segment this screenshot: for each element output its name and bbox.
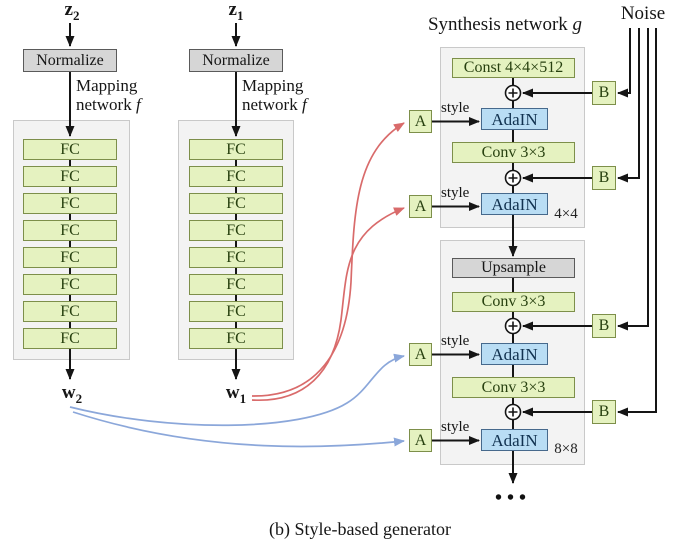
w1-label: w1 <box>225 382 247 406</box>
normalize-box-z2: Normalize <box>23 49 117 72</box>
noise-line-2 <box>617 28 640 183</box>
style-label-4: style <box>441 419 470 435</box>
fc-layer: FC <box>189 139 283 160</box>
style-label-3: style <box>441 333 470 349</box>
upsample-box: Upsample <box>452 258 575 278</box>
fc-layer: FC <box>189 328 283 349</box>
noise-line-3 <box>617 28 649 331</box>
mapping-network-label-z2: Mapping network f <box>76 76 141 114</box>
fc-layer: FC <box>23 247 117 268</box>
fc-layer: FC <box>23 328 117 349</box>
adain-box-2: AdaIN <box>481 193 548 215</box>
conv-box-1: Conv 3×3 <box>452 142 575 163</box>
conv-box-3: Conv 3×3 <box>452 377 575 398</box>
adain-box-4: AdaIN <box>481 429 548 451</box>
noise-broadcast-b4: B <box>592 400 616 424</box>
fc-layer: FC <box>189 274 283 295</box>
resolution-label-8x8: 8×8 <box>554 441 578 457</box>
noise-line-1 <box>617 28 631 98</box>
noise-line-4 <box>617 28 657 417</box>
z1-label: z1 <box>228 0 244 23</box>
synthesis-network-title: Synthesis network g <box>427 14 583 35</box>
conv-box-2: Conv 3×3 <box>452 292 575 312</box>
fc-layer: FC <box>23 274 117 295</box>
fc-layer: FC <box>23 139 117 160</box>
affine-transform-a3: A <box>409 343 432 366</box>
fc-layer: FC <box>189 220 283 241</box>
continuation-ellipsis: ••• <box>494 487 531 509</box>
w2-label: w2 <box>61 382 83 406</box>
fc-layer: FC <box>23 301 117 322</box>
affine-transform-a4: A <box>409 429 432 452</box>
style-label-1: style <box>441 100 470 116</box>
fc-layer: FC <box>189 166 283 187</box>
figure-caption: (b) Style-based generator <box>269 519 451 539</box>
fc-layer: FC <box>189 301 283 322</box>
normalize-box-z1: Normalize <box>189 49 283 72</box>
affine-transform-a2: A <box>409 195 432 218</box>
noise-broadcast-b3: B <box>592 314 616 338</box>
noise-broadcast-b1: B <box>592 81 616 105</box>
fc-layer: FC <box>23 220 117 241</box>
fc-layer: FC <box>189 247 283 268</box>
adain-box-1: AdaIN <box>481 108 548 130</box>
noise-broadcast-b2: B <box>592 166 616 190</box>
fc-layer: FC <box>23 166 117 187</box>
noise-label: Noise <box>620 3 666 24</box>
resolution-label-4x4: 4×4 <box>554 206 578 222</box>
const-input-box: Const 4×4×512 <box>452 58 575 78</box>
style-label-2: style <box>441 185 470 201</box>
adain-box-3: AdaIN <box>481 343 548 365</box>
affine-transform-a1: A <box>409 110 432 133</box>
z2-label: z2 <box>64 0 80 23</box>
fc-layer: FC <box>189 193 283 214</box>
fc-layer: FC <box>23 193 117 214</box>
style-curve-w2-to-a4 <box>72 411 405 448</box>
mapping-network-label-z1: Mapping network f <box>242 76 307 114</box>
